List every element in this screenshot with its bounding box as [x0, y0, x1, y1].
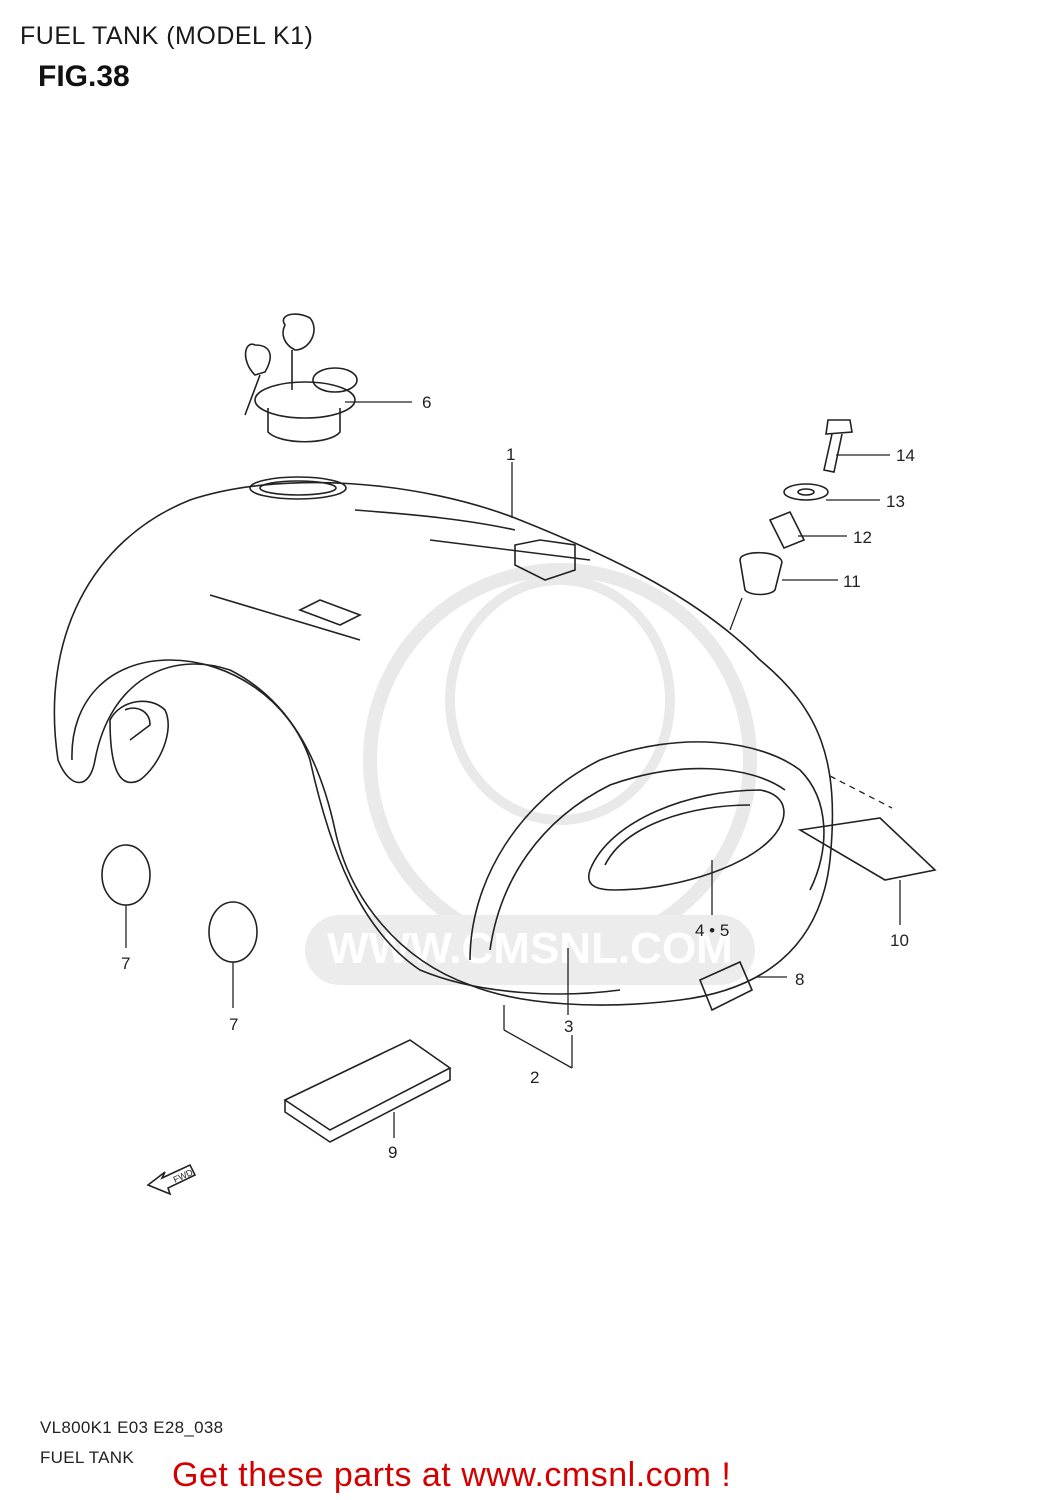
- callout-9: 9: [388, 1143, 397, 1162]
- fuel-tank: [53, 476, 834, 1006]
- mounting-hardware: [739, 419, 853, 596]
- callout-7-upper: 7: [121, 954, 130, 973]
- callout-13: 13: [886, 492, 905, 511]
- callout-10: 10: [890, 931, 909, 950]
- callout-12: 12: [853, 528, 872, 547]
- callout-2: 2: [530, 1068, 539, 1087]
- callout-14: 14: [896, 446, 915, 465]
- get-parts-link[interactable]: Get these parts at www.cmsnl.com !: [172, 1456, 732, 1494]
- forward-arrow-icon: FWD: [146, 1163, 197, 1196]
- figure-label: FIG.38: [38, 60, 130, 93]
- callout-labels: 1 6 14 13 12 11 4 • 5 10 8 3 2 7 7 9: [121, 393, 915, 1162]
- small-parts: [101, 817, 937, 1143]
- diagram-name: FUEL TANK: [40, 1448, 135, 1467]
- fuel-cap: [244, 313, 358, 443]
- page-title: FUEL TANK (MODEL K1): [20, 22, 314, 50]
- diagram-code: VL800K1 E03 E28_038: [40, 1418, 224, 1437]
- callout-7-lower: 7: [229, 1015, 238, 1034]
- callout-1: 1: [506, 445, 515, 464]
- callout-6: 6: [422, 393, 431, 412]
- callout-11: 11: [843, 572, 861, 591]
- callout-4-5: 4 • 5: [695, 921, 729, 940]
- leader-lines: [125, 401, 901, 1138]
- callout-8: 8: [795, 970, 804, 989]
- callout-3: 3: [564, 1017, 573, 1036]
